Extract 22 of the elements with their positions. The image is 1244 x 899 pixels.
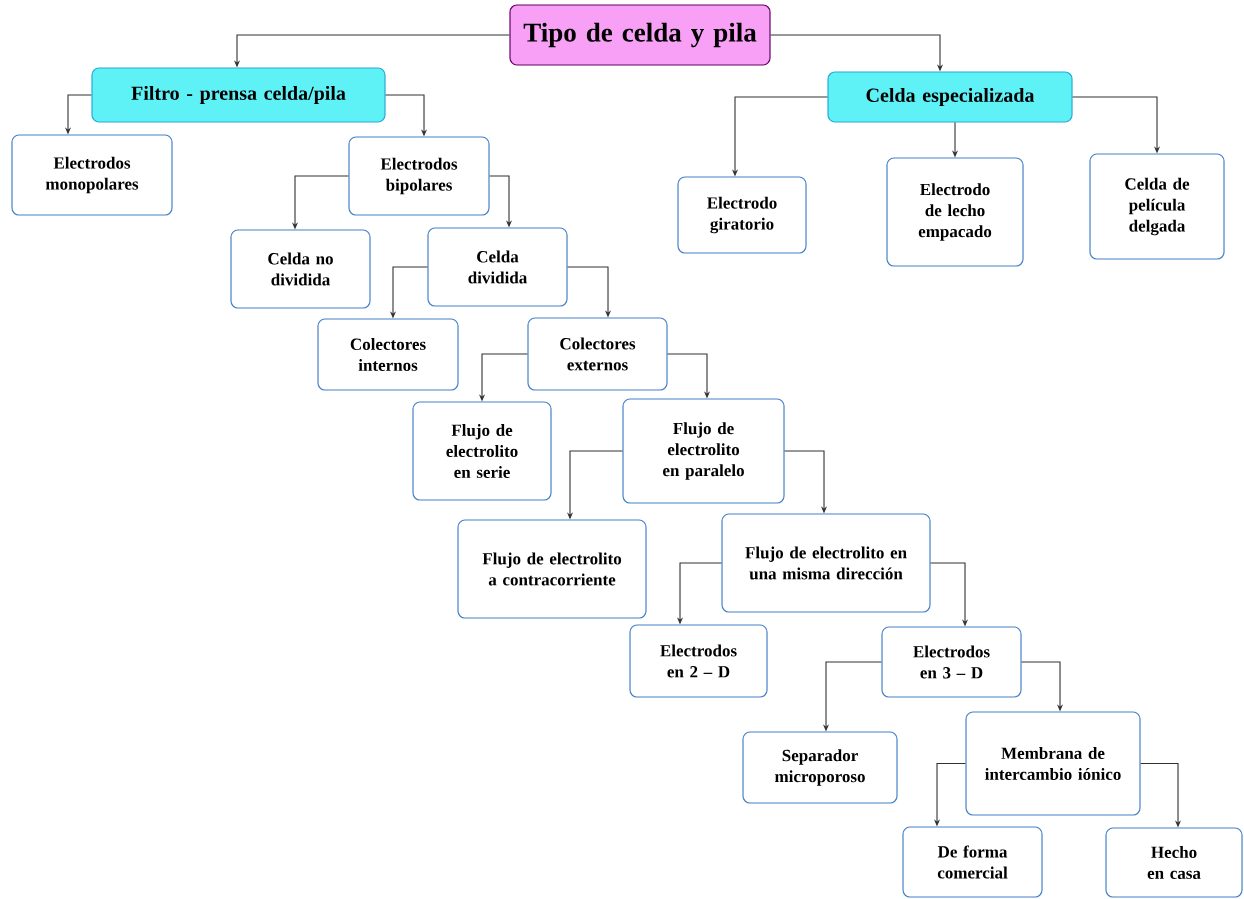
process-box: Colectores internos xyxy=(317,318,459,391)
process-box: De forma comercial xyxy=(902,826,1043,898)
process-box: Electrodo giratorio xyxy=(677,176,807,254)
process-box: Hecho en casa xyxy=(1105,827,1243,898)
title-box: Tipo de celda y pila xyxy=(509,4,771,66)
process-box: Celda de película delgada xyxy=(1089,153,1225,260)
process-box: Celda no dividida xyxy=(230,229,371,309)
process-box: Membrana de intercambio iónico xyxy=(965,711,1141,816)
process-box: Flujo de electrolito a contracorriente xyxy=(457,519,647,619)
process-box: Separador microporoso xyxy=(742,731,898,804)
process-box: Electrodos en 2 – D xyxy=(629,624,768,698)
process-box: Electrodos en 3 – D xyxy=(881,626,1022,698)
category-box: Celda especializada xyxy=(827,71,1073,123)
process-box: Flujo de electrolito en una misma dirección xyxy=(721,513,931,613)
category-box: Filtro - prensa celda/pila xyxy=(91,67,386,123)
process-box: Electrodos bipolares xyxy=(348,136,490,216)
process-box: Electrodos monopolares xyxy=(11,134,173,216)
process-box: Flujo de electrolito en paralelo xyxy=(622,398,785,504)
process-box: Celda dividida xyxy=(427,227,568,307)
process-box: Flujo de electrolito en serie xyxy=(412,401,552,501)
process-box: Colectores externos xyxy=(527,317,668,391)
process-box: Electrodo de lecho empacado xyxy=(886,157,1024,267)
